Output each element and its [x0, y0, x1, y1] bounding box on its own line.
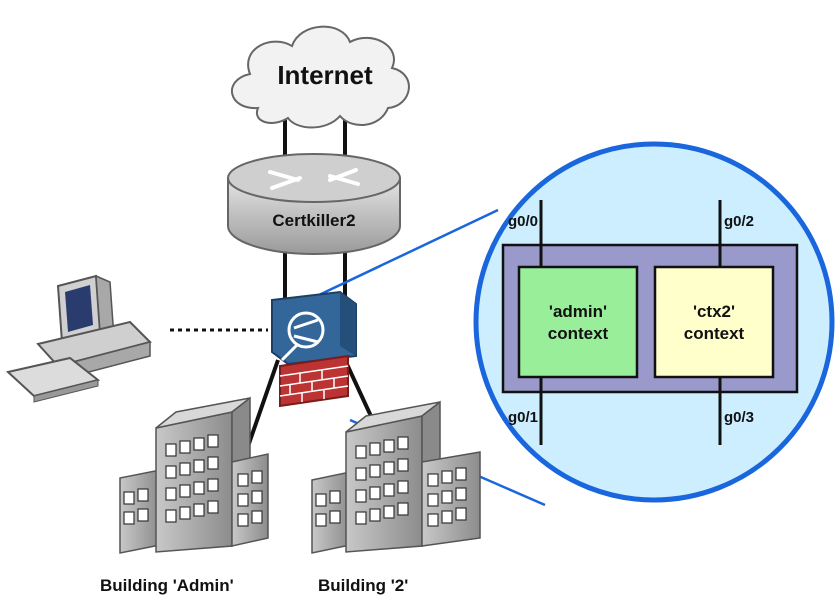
- router-label: Certkiller2: [272, 211, 355, 230]
- asa-context-zoom: 'admin' context 'ctx2' context g0/0 g0/2…: [473, 141, 835, 503]
- interface-label-g0-2: g0/2: [724, 213, 754, 230]
- admin-context-label-line1: 'admin': [549, 302, 607, 321]
- computer-icon: [5, 274, 152, 403]
- interface-label-g0-3: g0/3: [724, 409, 754, 426]
- interface-label-g0-0: g0/0: [508, 213, 538, 230]
- building-2-icon: [311, 400, 481, 554]
- building-admin-icon: [119, 396, 269, 554]
- building-admin-label: Building 'Admin': [100, 576, 234, 595]
- building-2-label: Building '2': [318, 576, 409, 595]
- router-icon: Certkiller2: [227, 153, 401, 255]
- internet-label: Internet: [277, 60, 373, 90]
- admin-context-label-line2: context: [548, 324, 609, 343]
- internet-cloud: Internet: [231, 25, 410, 129]
- interface-label-g0-1: g0/1: [508, 409, 538, 426]
- ctx2-context-label-line2: context: [684, 324, 745, 343]
- firewall-icon: [271, 290, 357, 408]
- ctx2-context-label-line1: 'ctx2': [693, 302, 735, 321]
- zoom-line-top: [299, 208, 499, 306]
- admin-context-box: [517, 265, 639, 379]
- ctx2-context-box: [653, 265, 775, 379]
